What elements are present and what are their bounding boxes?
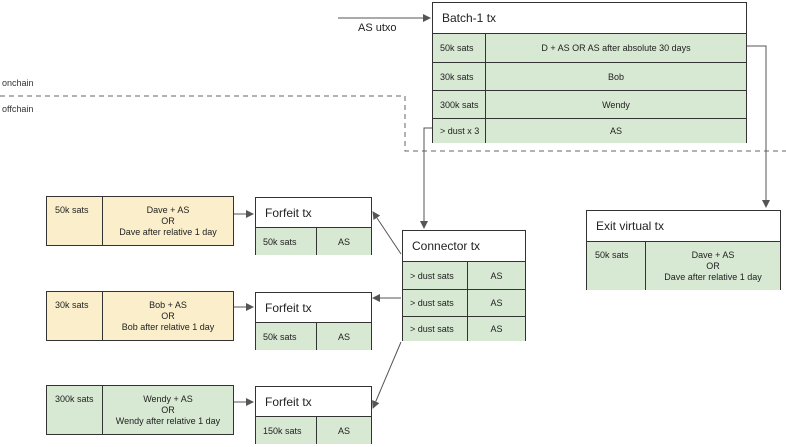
forfeit-output-row: 150k sats AS [256, 417, 371, 444]
vtxo-output-amount: 50k sats [55, 205, 89, 215]
batch-output-amount: 300k sats [440, 99, 479, 110]
batch-output-row: 30k sats Bob [433, 62, 746, 90]
connector-tx-title: Connector tx [403, 231, 525, 262]
vtxo-output-amount: 300k sats [55, 394, 94, 404]
exit-condition-line: OR [706, 260, 720, 271]
forfeit-output-script: AS [316, 417, 371, 444]
connector-output-row: > dust sats AS [403, 316, 525, 341]
offchain-label: offchain [2, 104, 34, 114]
as-utxo-label: AS utxo [358, 22, 397, 34]
batch-output-script: D + AS OR AS after absolute 30 days [485, 34, 746, 62]
forfeit-tx: Forfeit tx 150k sats AS [255, 386, 372, 444]
forfeit-tx-title: Forfeit tx [256, 198, 371, 228]
vtxo-condition-line: OR [161, 215, 175, 226]
vtxo-condition-line: Bob after relative 1 day [121, 321, 215, 332]
batch-output-script: AS [485, 119, 746, 143]
forfeit-tx: Forfeit tx 50k sats AS [255, 292, 372, 350]
connector-output-amount: > dust sats [410, 298, 454, 308]
forfeit-output-amount: 50k sats [263, 331, 297, 342]
exit-virtual-tx: Exit virtual tx 50k sats Dave + AS OR Da… [586, 210, 781, 290]
vtxo-condition-line: Wendy after relative 1 day [115, 415, 221, 426]
batch-output-amount: 30k sats [440, 71, 474, 82]
batch-output-amount: 50k sats [440, 43, 474, 53]
connector-output-amount: > dust sats [410, 324, 454, 334]
connector-tx: Connector tx > dust sats AS > dust sats … [402, 230, 526, 341]
vtxo-condition-line: Wendy + AS [143, 393, 193, 404]
batch-tx: Batch-1 tx 50k sats D + AS OR AS after a… [432, 2, 747, 143]
batch-output-script: Wendy [485, 91, 746, 118]
vtxo-condition-line: OR [161, 404, 175, 415]
batch-output-row: 300k sats Wendy [433, 90, 746, 118]
exit-output-amount: 50k sats [595, 250, 629, 260]
connector-output-script: AS [467, 317, 525, 341]
connector-to-forfeit-1-arrow [372, 211, 402, 255]
exit-output-row: 50k sats Dave + AS OR Dave after relativ… [587, 242, 780, 290]
vtxo-output-condition: Wendy + AS OR Wendy after relative 1 day [102, 386, 233, 434]
forfeit-output-amount: 150k sats [263, 425, 302, 436]
vtxo-condition-line: Bob + AS [149, 299, 187, 310]
connector-output-amount: > dust sats [410, 270, 454, 281]
forfeit-output-row: 50k sats AS [256, 323, 371, 350]
exit-condition-line: Dave + AS [691, 249, 735, 260]
forfeit-output-script: AS [316, 228, 371, 255]
forfeit-output-row: 50k sats AS [256, 228, 371, 255]
vtxo-output-box: 50k sats Dave + AS OR Dave after relativ… [46, 196, 234, 246]
connector-output-row: > dust sats AS [403, 289, 525, 316]
exit-condition-line: Dave after relative 1 day [664, 271, 762, 282]
vtxo-output-condition: Bob + AS OR Bob after relative 1 day [102, 292, 233, 340]
batch-to-exit-arrow [747, 45, 770, 208]
batch-output-script: Bob [485, 63, 746, 90]
connector-to-forfeit-3-arrow [372, 341, 402, 409]
connector-output-row: > dust sats AS [403, 262, 525, 289]
batch-tx-title: Batch-1 tx [433, 3, 746, 34]
vtxo-condition-line: OR [161, 310, 175, 321]
onchain-label: onchain [2, 78, 34, 88]
forfeit-tx-title: Forfeit tx [256, 293, 371, 323]
vtxo-condition-line: Dave after relative 1 day [119, 226, 217, 237]
batch-output-amount: > dust x 3 [440, 126, 480, 136]
exit-output-condition: Dave + AS OR Dave after relative 1 day [645, 242, 780, 290]
onchain-offchain-divider [0, 95, 786, 152]
vtxo-output-box: 30k sats Bob + AS OR Bob after relative … [46, 291, 234, 341]
forfeit-output-amount: 50k sats [263, 236, 297, 247]
vtxo-output-amount: 30k sats [55, 300, 89, 310]
forfeit-tx-title: Forfeit tx [256, 387, 371, 417]
batch-output-row: 50k sats D + AS OR AS after absolute 30 … [433, 34, 746, 62]
connector-output-script: AS [467, 262, 525, 289]
exit-tx-title: Exit virtual tx [587, 211, 780, 242]
vtxo-output-box: 300k sats Wendy + AS OR Wendy after rela… [46, 385, 234, 435]
batch-to-connector-arrow [420, 127, 433, 229]
forfeit-tx: Forfeit tx 50k sats AS [255, 197, 372, 255]
forfeit-output-script: AS [316, 323, 371, 350]
batch-output-row: > dust x 3 AS [433, 118, 746, 143]
vtxo-output-condition: Dave + AS OR Dave after relative 1 day [102, 197, 233, 245]
connector-output-script: AS [467, 290, 525, 316]
vtxo-condition-line: Dave + AS [146, 204, 190, 215]
